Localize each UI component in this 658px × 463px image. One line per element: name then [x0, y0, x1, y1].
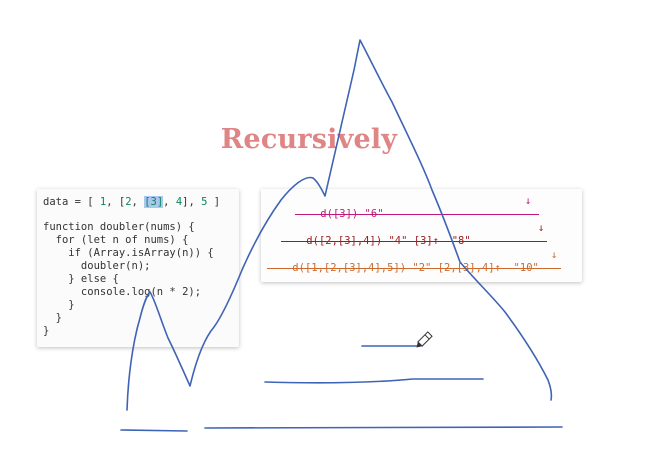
code-token: ] — [207, 196, 221, 208]
page-title: Recursively — [220, 124, 398, 155]
down-arrow-icon: ↓ — [525, 195, 532, 207]
code-line: for (let n of nums) { — [43, 234, 189, 246]
code-line: doubler(n); — [43, 260, 151, 272]
frame-divider — [295, 214, 539, 215]
code-token: data = [ — [43, 196, 100, 208]
code-line: } — [43, 312, 62, 324]
down-arrow-icon: ↓ — [538, 222, 545, 234]
code-token: , — [163, 196, 176, 208]
ink-stroke — [264, 378, 484, 384]
pencil-cursor-icon — [416, 331, 433, 348]
code-token: , [ — [106, 196, 126, 208]
code-token: , — [131, 196, 145, 208]
ink-stroke — [204, 426, 563, 429]
down-arrow-icon: ↓ — [551, 249, 558, 261]
call-stack-panel: d([3]) "6" ↓ d([2,[3],4]) "4" [3]↑ "8" ↓… — [261, 189, 582, 282]
code-line: } — [43, 299, 75, 311]
code-line: console.log(n * 2); — [43, 286, 202, 298]
code-line: function doubler(nums) { — [43, 221, 195, 233]
code-line: } — [43, 325, 50, 337]
highlighted-selection[interactable]: [3] — [144, 196, 164, 208]
code-token: 1 — [99, 196, 107, 208]
code-line: } else { — [43, 273, 119, 285]
code-panel: data = [ 1, [2, [3], 4], 5 ] function do… — [37, 189, 239, 347]
code-token: ], — [182, 196, 202, 208]
data-declaration: data = [ 1, [2, [3], 4], 5 ] — [43, 196, 239, 209]
frame-divider — [267, 268, 561, 269]
ink-stroke — [120, 429, 188, 432]
frame-divider — [281, 241, 547, 242]
code-line: if (Array.isArray(n)) { — [43, 247, 214, 259]
